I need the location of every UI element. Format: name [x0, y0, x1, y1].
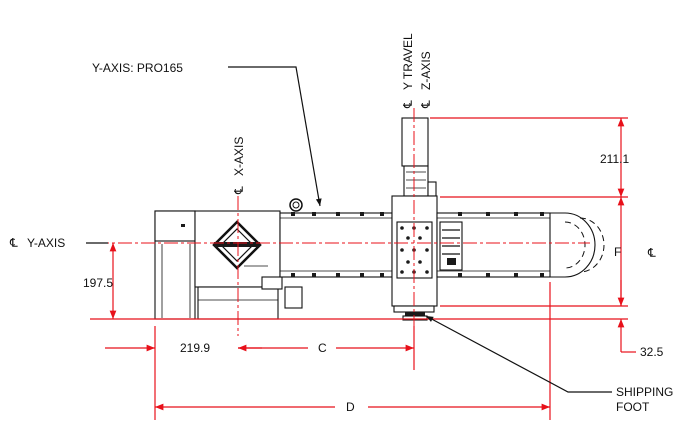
shipping-label-line2: FOOT — [616, 400, 650, 414]
leaders — [86, 66, 612, 393]
dim-197-label: 197.5 — [83, 276, 113, 290]
dim-32-label: 32.5 — [640, 345, 664, 359]
cl-y-travel-symbol: ℄ — [401, 100, 415, 109]
dim-219-label: 219.9 — [180, 341, 210, 355]
x-axis-label: X-AXIS — [232, 137, 246, 176]
cl-y-axis-symbol: ℄ — [9, 236, 18, 250]
dim-f-label: F — [614, 245, 621, 259]
y-axis-callout-label: Y-AXIS: PRO165 — [92, 61, 183, 75]
y-axis-beam — [279, 212, 393, 278]
dimension-lines — [90, 117, 636, 420]
cl-x-axis-symbol: ℄ — [232, 186, 246, 195]
dim-c-label: C — [318, 341, 327, 355]
dim-211-label: 211.1 — [600, 152, 629, 166]
cl-z-axis-symbol: ℄ — [419, 100, 433, 109]
labels: Y-AXIS: PRO165 ℄ Y TRAVEL ℄ Z-AXIS ℄ X-A… — [9, 33, 673, 414]
z-axis-column — [401, 117, 429, 167]
y-travel-label: Y TRAVEL — [401, 33, 415, 90]
centerlines — [95, 108, 590, 352]
cl-right-symbol: ℄ — [647, 246, 656, 260]
y-axis-label: Y-AXIS — [27, 236, 65, 250]
shipping-label-line1: SHIPPING — [616, 385, 673, 399]
logo-diamond — [212, 220, 262, 270]
machine-outline — [154, 117, 605, 321]
plate-holes — [400, 226, 429, 274]
beam-bolts — [291, 212, 384, 277]
dim-d-label: D — [346, 400, 355, 414]
z-axis-label: Z-AXIS — [419, 51, 433, 90]
